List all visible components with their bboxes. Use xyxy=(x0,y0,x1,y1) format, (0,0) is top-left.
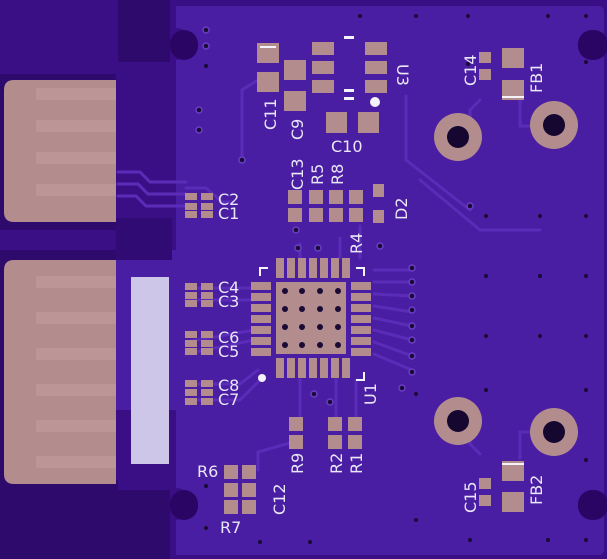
connector-j1 xyxy=(0,74,116,230)
label-d2: D2 xyxy=(392,198,411,221)
label-c9: C9 xyxy=(288,119,307,140)
label-r5: R5 xyxy=(308,164,327,185)
label-r8: R8 xyxy=(328,164,347,185)
fb-silk xyxy=(260,46,524,465)
connector-j2 xyxy=(0,250,116,484)
copper-pour xyxy=(116,6,604,555)
label-c2: C2 xyxy=(218,190,239,209)
label-c14: C14 xyxy=(461,54,480,86)
label-r2: R2 xyxy=(327,453,346,474)
label-c15: C15 xyxy=(461,481,480,513)
mounting-holes xyxy=(434,101,578,456)
label-c13: C13 xyxy=(288,158,307,190)
traces xyxy=(116,78,554,472)
silkscreen-block xyxy=(131,277,169,464)
label-c3: C3 xyxy=(218,292,239,311)
board-cutout xyxy=(116,218,172,260)
silk-dashes xyxy=(344,36,354,100)
stitch-vias xyxy=(204,14,588,544)
label-r9: R9 xyxy=(288,453,307,474)
vias xyxy=(195,26,474,406)
label-u1: U1 xyxy=(361,383,380,405)
label-c8: C8 xyxy=(218,376,239,395)
label-fb1: FB1 xyxy=(527,63,546,93)
label-c4: C4 xyxy=(218,278,239,297)
label-r1: R1 xyxy=(347,453,366,474)
u3-footprint xyxy=(312,42,387,93)
label-c1: C1 xyxy=(218,204,239,223)
label-c12: C12 xyxy=(270,483,289,515)
u1-footprint xyxy=(251,258,371,382)
label-c6: C6 xyxy=(218,328,239,347)
label-c5: C5 xyxy=(218,342,239,361)
label-u3: U3 xyxy=(393,64,412,86)
label-r4: R4 xyxy=(347,233,366,254)
label-fb2: FB2 xyxy=(527,475,546,505)
u3-pin1-marker xyxy=(370,97,380,107)
label-c7: C7 xyxy=(218,390,239,409)
large-capacitors xyxy=(257,43,524,512)
left-edge-strip xyxy=(0,0,170,62)
small-passives xyxy=(185,52,491,514)
label-c11: C11 xyxy=(261,98,280,130)
label-c10: C10 xyxy=(331,137,363,156)
label-r6: R6 xyxy=(197,462,218,481)
left-edge-strip-bottom xyxy=(0,480,170,559)
edge-notches xyxy=(170,30,607,520)
label-r7: R7 xyxy=(220,518,241,537)
